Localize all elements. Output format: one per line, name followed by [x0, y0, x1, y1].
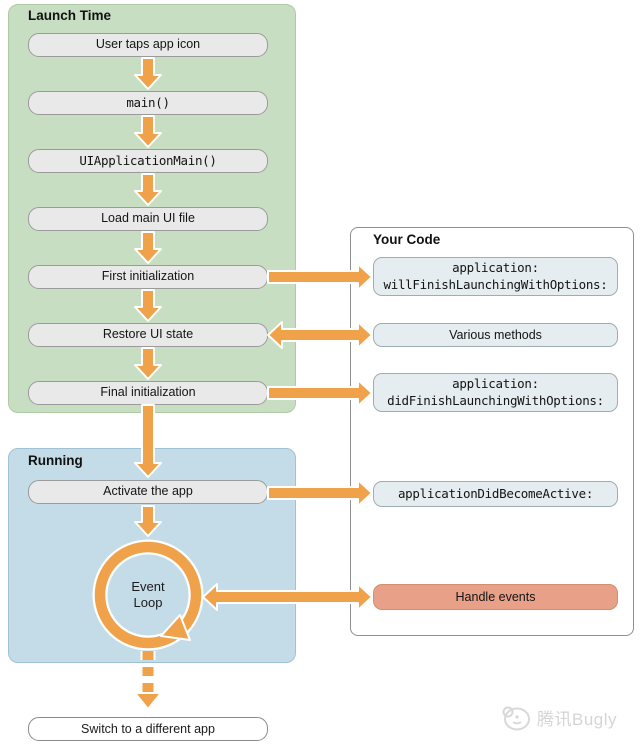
node-uiapplicationmain: UIApplicationMain() [28, 149, 268, 173]
watermark: 腾讯Bugly [499, 700, 617, 734]
node-activate-the-app: Activate the app [28, 480, 268, 504]
node-first-initialization: First initialization [28, 265, 268, 289]
node-final-initialization: Final initialization [28, 381, 268, 405]
node-main: main() [28, 91, 268, 115]
bugly-logo-icon [502, 706, 530, 731]
node-switch-to-different-app: Switch to a different app [28, 717, 268, 741]
node-willfinishlaunching: application: willFinishLaunchingWithOpti… [373, 257, 618, 296]
node-load-main-ui-file: Load main UI file [28, 207, 268, 231]
node-didfinishlaunching: application: didFinishLaunchingWithOptio… [373, 373, 618, 412]
event-loop-label: Event Loop [131, 579, 165, 611]
node-user-taps-app-icon: User taps app icon [28, 33, 268, 57]
watermark-text: 腾讯Bugly [537, 709, 618, 729]
running-label: Running [28, 453, 83, 468]
launch-time-label: Launch Time [28, 8, 112, 23]
your-code-label: Your Code [373, 232, 441, 247]
node-various-methods: Various methods [373, 323, 618, 347]
node-handle-events: Handle events [373, 584, 618, 610]
node-restore-ui-state: Restore UI state [28, 323, 268, 347]
node-applicationdidbecomeactive: applicationDidBecomeActive: [373, 481, 618, 507]
